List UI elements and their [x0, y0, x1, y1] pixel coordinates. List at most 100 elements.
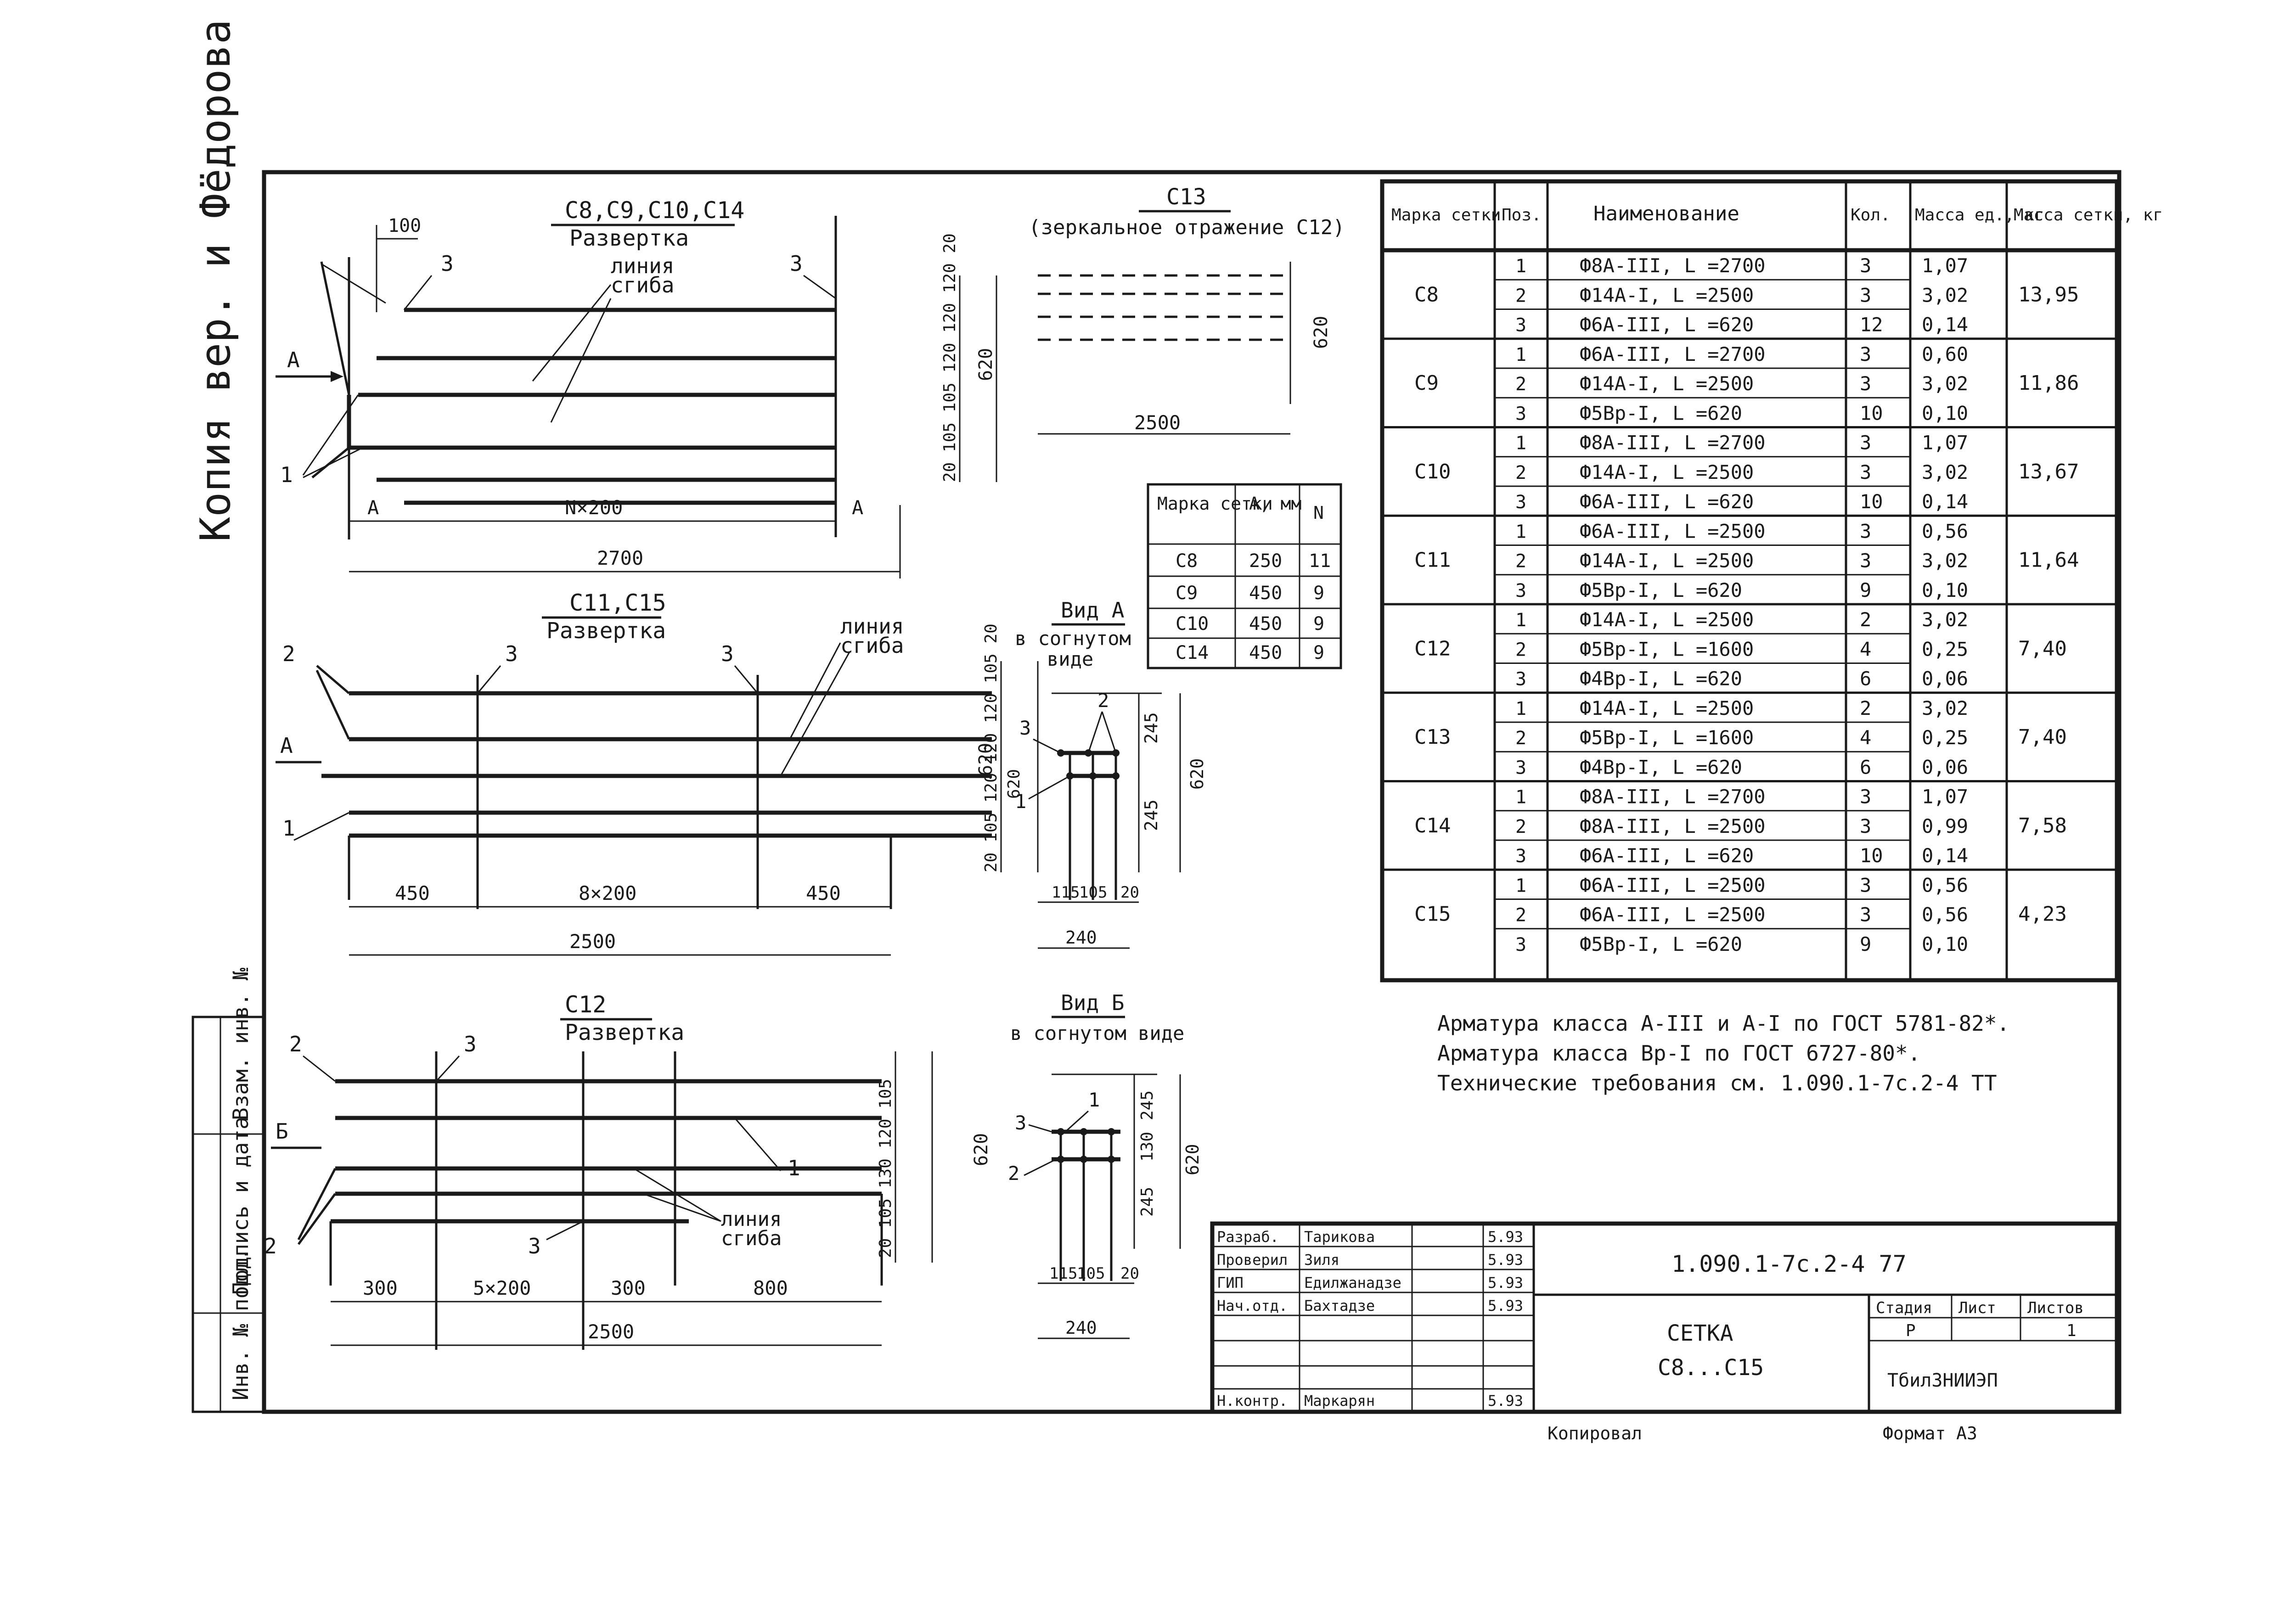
spec-qty: 12 [1860, 314, 1883, 336]
spec-pos: 1 [1515, 610, 1526, 631]
spec-name: Ф14А-I, L =2500 [1580, 550, 1754, 572]
spec-pos: 1 [1515, 787, 1526, 808]
tb-role: Проверил [1217, 1251, 1288, 1269]
spec-mass: 0,25 [1922, 726, 1968, 749]
dim-245b: 245 [1141, 799, 1161, 831]
callout-2: 2 [282, 641, 295, 666]
spec-name: Ф6А-III, L =2700 [1580, 343, 1766, 365]
spec-pos: 2 [1515, 462, 1526, 483]
note-2: Арматура класса Вр-I по ГОСТ 6727-80*. [1437, 1041, 1920, 1066]
bend-line-l1: линия [840, 614, 904, 639]
spec-name: Ф4Вр-I, L =620 [1580, 756, 1742, 778]
spec-header-3: Кол. [1851, 206, 1891, 225]
st-cell: 450 [1249, 613, 1282, 635]
drawing2-title: С11,С15 [569, 590, 666, 616]
doc-code: 1.090.1-7с.2-4 77 [1671, 1251, 1907, 1277]
spec-pos: 2 [1515, 816, 1526, 837]
tb-role: ГИП [1217, 1274, 1244, 1292]
replace-inv-label: Взам. инв. № [228, 967, 253, 1120]
spec-qty: 6 [1860, 668, 1871, 690]
callout-3: 3 [441, 251, 454, 276]
callout-3: 3 [790, 251, 803, 276]
spec-name: Ф14А-I, L =2500 [1580, 608, 1754, 631]
spec-mass: 0,56 [1922, 520, 1968, 542]
spec-group-mark: С14 [1414, 814, 1451, 837]
spec-qty: 6 [1860, 756, 1871, 778]
st-cell: С10 [1176, 613, 1209, 635]
spec-qty: 3 [1860, 550, 1871, 572]
drawing2-subtitle: Развертка [546, 618, 666, 644]
inv-no-label: Инв. № подл. [228, 1248, 253, 1400]
view-arrow-a: А [280, 733, 293, 758]
callout-3: 3 [1019, 717, 1031, 739]
spec-qty: 10 [1860, 402, 1883, 424]
spec-pos: 1 [1515, 875, 1526, 896]
dim-vert: 20 105 120 120 120 105 20 [982, 623, 1001, 872]
spec-mass: 3,02 [1922, 697, 1968, 719]
view-a-subtitle-2: виде [1047, 648, 1093, 670]
dim-2500: 2500 [588, 1320, 634, 1343]
spec-name: Ф5Вр-I, L =1600 [1580, 638, 1754, 660]
spec-mass: 0,56 [1922, 904, 1968, 926]
spec-pos: 3 [1515, 934, 1526, 955]
dim-20: 20 [1120, 1264, 1139, 1283]
spec-name: Ф6А-III, L =2500 [1580, 520, 1766, 542]
drawing-c8-c14: С8,С9,С10,С14 Развертка 100 3 3 линия сг… [276, 197, 997, 578]
spec-pos: 1 [1515, 698, 1526, 719]
arrow-head [331, 371, 343, 382]
dim-300b: 300 [611, 1277, 646, 1299]
tb-date: 5.93 [1488, 1251, 1523, 1269]
spec-mass: 0,56 [1922, 874, 1968, 896]
spec-group-mark: С8 [1414, 283, 1439, 306]
sign-date-label: Подпись и дата [228, 1117, 253, 1295]
st-cell: С14 [1176, 642, 1209, 663]
dim-105: 105 [1077, 1264, 1105, 1283]
spec-mass: 3,02 [1922, 372, 1968, 395]
spec-name: Ф6А-III, L =2500 [1580, 874, 1766, 896]
bend-line-label: линия сгиба [840, 614, 917, 658]
dim-8x200: 8×200 [579, 882, 636, 904]
drawing-c12: С12 Развертка 2 3 2 1 Б линия сгиба 3 [264, 991, 992, 1350]
org-name: ТбилЗНИИЭП [1887, 1370, 1998, 1391]
dim-130: 130 [1138, 1132, 1157, 1162]
spec-name: Ф8А-III, L =2700 [1580, 432, 1766, 454]
tb-name: Маркарян [1304, 1392, 1375, 1410]
dim-800: 800 [753, 1277, 788, 1299]
callout-3: 3 [721, 641, 734, 666]
spec-mass: 1,07 [1922, 786, 1968, 808]
bend-line-label: линия сгиба [721, 1207, 794, 1250]
dim-2700: 2700 [597, 547, 643, 569]
spec-name: Ф8А-III, L =2500 [1580, 815, 1766, 837]
bend-line-l2: сгиба [611, 273, 674, 298]
tb-name: Бахтадзе [1304, 1297, 1375, 1314]
spec-qty: 2 [1860, 608, 1871, 631]
spec-qty: 3 [1860, 461, 1871, 483]
spec-qty: 4 [1860, 726, 1871, 749]
callout-1: 1 [280, 462, 293, 487]
tb-date: 5.93 [1488, 1392, 1523, 1410]
spec-name: Ф14А-I, L =2500 [1580, 284, 1754, 306]
spec-header-1: Поз. [1502, 206, 1542, 225]
callout-1: 1 [282, 816, 295, 841]
spec-name: Ф5Вр-I, L =1600 [1580, 726, 1754, 749]
st-cell: 450 [1249, 583, 1282, 604]
spec-mass: 0,60 [1922, 343, 1968, 365]
callout-3: 3 [528, 1234, 541, 1258]
spec-group-mark: С15 [1414, 903, 1451, 926]
spec-group-mass: 13,95 [2018, 283, 2079, 306]
spec-name: Ф14А-I, L =2500 [1580, 372, 1754, 395]
note-3: Технические требования см. 1.090.1-7с.2-… [1437, 1071, 1997, 1095]
drawing-c13: С13 (зеркальное отражение С12) 620 2500 [1029, 184, 1345, 435]
dim-620: 620 [1182, 1144, 1203, 1175]
tb-date: 5.93 [1488, 1228, 1523, 1246]
spec-name: Ф8А-III, L =2700 [1580, 254, 1766, 277]
spec-mass: 3,02 [1922, 550, 1968, 572]
drawing-c11-c15: С11,С15 Развертка 2 3 3 линия сгиба А 1 … [276, 590, 1039, 956]
drawing1-subtitle: Развертка [569, 225, 689, 251]
spec-name: Ф5Вр-I, L =620 [1580, 402, 1742, 424]
spec-mass: 0,14 [1922, 314, 1968, 336]
view-a-title: Вид А [1061, 598, 1124, 623]
